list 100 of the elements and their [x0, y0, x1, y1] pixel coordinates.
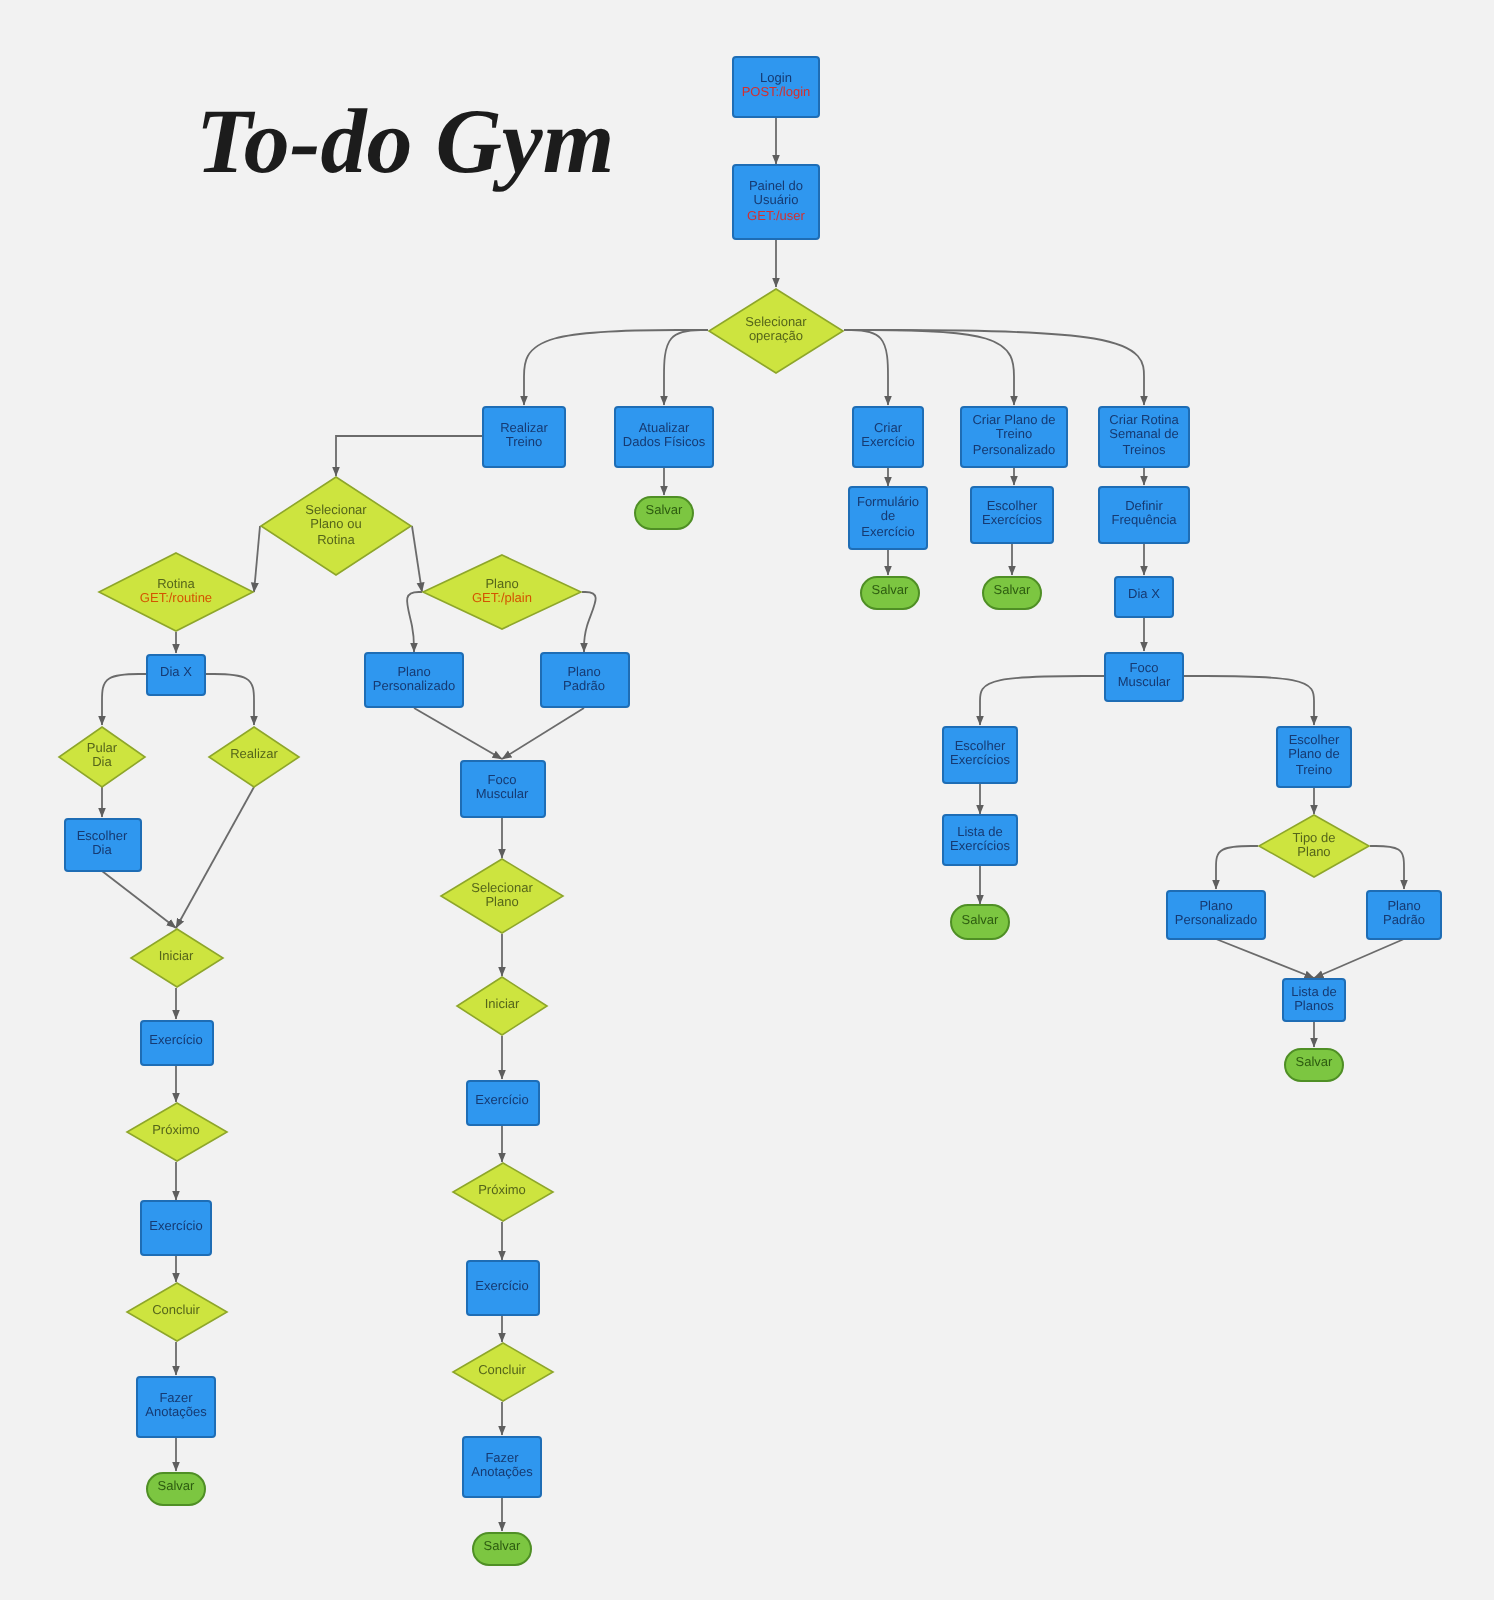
process-box [364, 652, 464, 708]
arrow [172, 1436, 180, 1472]
process-box [459, 759, 545, 817]
arrow [1369, 845, 1408, 890]
process-box [960, 405, 1068, 467]
arrow [660, 329, 709, 406]
process-box [1282, 978, 1346, 1022]
arrow [1183, 675, 1318, 726]
arrow [172, 1341, 180, 1376]
arrow [843, 329, 1148, 406]
arrow [172, 631, 180, 654]
process-box [732, 164, 820, 240]
arrow [101, 870, 177, 929]
arrow [406, 591, 423, 653]
arrow [498, 1315, 506, 1343]
arrow [976, 865, 984, 905]
arrow [498, 816, 506, 859]
process-box [465, 1260, 539, 1316]
diagram-title: To-do Gym [196, 92, 615, 194]
arrow [580, 591, 597, 653]
process-box [139, 1019, 213, 1065]
arrow [884, 466, 892, 487]
arrow [772, 239, 780, 288]
decision-diamond [440, 858, 564, 934]
end-terminal [634, 495, 694, 529]
process-box [482, 405, 566, 467]
arrow [1310, 1021, 1318, 1048]
arrow [660, 466, 668, 496]
decision-diamond [208, 725, 300, 787]
end-terminal [950, 904, 1010, 940]
decision-diamond [58, 725, 146, 787]
arrow [1140, 616, 1148, 652]
process-box [614, 405, 714, 467]
arrow [1008, 542, 1016, 576]
process-box [146, 653, 206, 695]
process-box [465, 1079, 539, 1125]
process-box [1104, 651, 1184, 701]
arrow [98, 786, 106, 818]
arrow [98, 673, 147, 726]
arrow [172, 987, 180, 1020]
process-box [462, 1435, 542, 1497]
process-box [63, 817, 141, 871]
arrow [498, 1221, 506, 1261]
process-box [1114, 575, 1174, 617]
arrow [172, 1255, 180, 1283]
arrow [498, 1401, 506, 1436]
process-box [140, 1200, 212, 1256]
arrow [498, 1124, 506, 1163]
arrow [175, 786, 255, 929]
arrow [172, 1064, 180, 1103]
process-box [1098, 405, 1190, 467]
process-box [848, 486, 928, 550]
arrow [1140, 466, 1148, 486]
arrow [976, 675, 1105, 726]
decision-diamond [260, 476, 412, 576]
decision-diamond [98, 552, 254, 632]
decision-diamond [129, 928, 223, 988]
process-box [1166, 889, 1266, 939]
process-box [1366, 889, 1442, 939]
end-terminal [860, 575, 920, 609]
arrow [1212, 845, 1259, 890]
process-box [1098, 485, 1190, 543]
arrow [501, 707, 585, 760]
arrow [1010, 466, 1018, 486]
arrow [411, 525, 425, 593]
arrow [976, 782, 984, 815]
arrow [884, 549, 892, 576]
end-terminal [146, 1471, 206, 1505]
end-terminal [472, 1531, 532, 1565]
decision-diamond [125, 1282, 227, 1342]
arrow [1215, 938, 1315, 979]
decision-diamond [451, 1342, 553, 1402]
process-box [539, 652, 629, 708]
decision-diamond [708, 287, 844, 373]
arrow [498, 1035, 506, 1080]
decision-diamond [125, 1102, 227, 1162]
decision-diamond [422, 554, 582, 630]
decision-diamond [451, 1162, 553, 1222]
process-box [942, 725, 1018, 783]
process-box [970, 485, 1054, 543]
process-box [136, 1375, 216, 1437]
arrow [1140, 542, 1148, 576]
process-box [852, 405, 924, 467]
arrow [413, 707, 503, 760]
arrow [172, 1161, 180, 1201]
end-terminal [982, 575, 1042, 609]
arrow [498, 933, 506, 977]
arrow [772, 116, 780, 165]
arrow [498, 1496, 506, 1532]
process-box [732, 55, 820, 117]
decision-diamond [1258, 814, 1370, 878]
decision-diamond [456, 976, 548, 1036]
arrow [250, 525, 261, 593]
arrow [332, 435, 483, 477]
process-box [942, 814, 1018, 866]
arrow [1313, 938, 1405, 979]
arrow [205, 673, 258, 726]
process-box [1276, 725, 1352, 787]
arrow [1310, 786, 1318, 815]
end-terminal [1284, 1047, 1344, 1081]
